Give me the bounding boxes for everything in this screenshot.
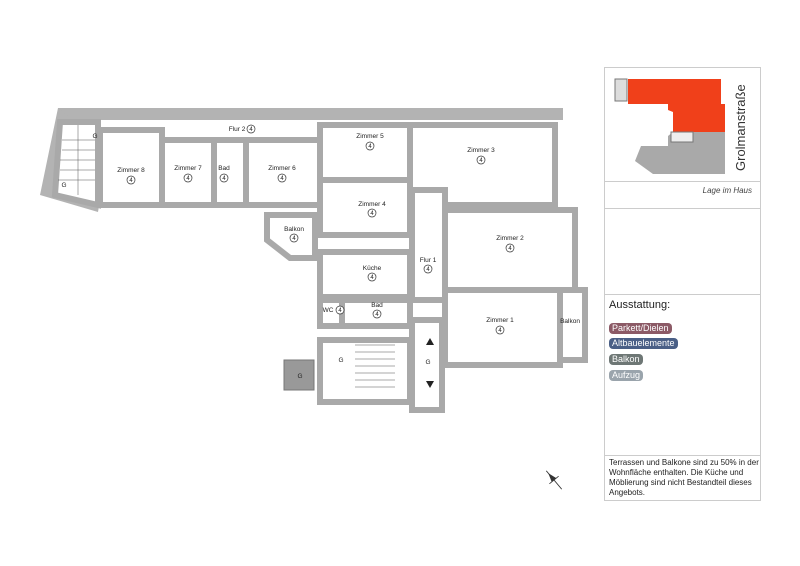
feature-tag: Parkett/Dielen bbox=[609, 323, 672, 334]
num-bad2: 4 bbox=[222, 176, 226, 182]
room-balkon2 bbox=[557, 287, 588, 363]
apartment-highlight bbox=[628, 79, 725, 132]
divider bbox=[605, 208, 760, 209]
label-zimmer2: Zimmer 2 bbox=[496, 235, 524, 242]
num-flur1: 4 bbox=[426, 267, 430, 273]
location-caption: Lage im Haus bbox=[702, 186, 752, 195]
label-bad2: Bad bbox=[218, 165, 230, 172]
feature-tag: Aufzug bbox=[609, 370, 644, 381]
label-zimmer8: Zimmer 8 bbox=[117, 167, 145, 174]
num-zimmer6: 4 bbox=[280, 176, 284, 182]
outer-wall-top bbox=[58, 108, 563, 120]
arrow-down-icon bbox=[426, 381, 434, 388]
other-units bbox=[635, 132, 725, 174]
room-zimmer7 bbox=[159, 137, 217, 208]
label-balkon1: Balkon bbox=[284, 226, 304, 233]
label-zimmer5: Zimmer 5 bbox=[356, 133, 384, 140]
room-labels: Zimmer 8 4 Zimmer 7 4 Bad 4 Zimmer 6 4 F… bbox=[61, 124, 580, 380]
num-kueche: 4 bbox=[370, 275, 374, 281]
stairwell-main bbox=[317, 337, 413, 405]
num-zimmer8: 4 bbox=[129, 178, 133, 184]
num-zimmer7: 4 bbox=[186, 176, 190, 182]
label-g: G bbox=[338, 357, 343, 364]
num-zimmer4: 4 bbox=[370, 211, 374, 217]
label-zimmer6: Zimmer 6 bbox=[268, 165, 296, 172]
label-kueche: Küche bbox=[363, 265, 382, 272]
divider bbox=[605, 181, 760, 182]
label-flur2: Flur 2 bbox=[229, 126, 246, 133]
num-zimmer1: 4 bbox=[498, 328, 502, 334]
room-kueche bbox=[317, 249, 413, 300]
compass-icon bbox=[545, 470, 563, 490]
feature-tag: Balkon bbox=[609, 354, 643, 365]
label-zimmer1: Zimmer 1 bbox=[486, 317, 514, 324]
label-zimmer3: Zimmer 3 bbox=[467, 147, 495, 154]
label-zimmer4: Zimmer 4 bbox=[358, 201, 386, 208]
label-zimmer7: Zimmer 7 bbox=[174, 165, 202, 172]
label-balkon2: Balkon bbox=[560, 318, 580, 325]
feature-tag: Altbauelemente bbox=[609, 338, 678, 349]
label-g: G bbox=[61, 182, 66, 189]
room-zimmer4 bbox=[317, 177, 413, 238]
label-g: G bbox=[297, 373, 302, 380]
disclaimer-note: Terrassen und Balkone sind zu 50% in der… bbox=[609, 458, 759, 497]
num-zimmer2: 4 bbox=[508, 246, 512, 252]
room-zimmer1 bbox=[442, 287, 563, 368]
street-name: Grolmanstraße bbox=[733, 84, 748, 172]
room-bad2 bbox=[211, 137, 249, 208]
num-zimmer3: 4 bbox=[479, 158, 483, 164]
divider bbox=[605, 455, 760, 456]
info-panel: Grolmanstraße Lage im Haus Ausstattung: … bbox=[604, 67, 761, 501]
room-zimmer6 bbox=[243, 137, 323, 208]
stairwell-left bbox=[51, 119, 101, 209]
num-balkon1: 4 bbox=[292, 236, 296, 242]
num-wc: 4 bbox=[338, 308, 342, 314]
features-title: Ausstattung: bbox=[609, 299, 671, 311]
elevator bbox=[283, 359, 315, 391]
label-flur1: Flur 1 bbox=[420, 257, 437, 264]
divider bbox=[605, 294, 760, 295]
label-bad1: Bad bbox=[371, 302, 383, 309]
room-flur1 bbox=[409, 187, 448, 303]
label-wc: WC bbox=[323, 307, 334, 314]
label-g: G bbox=[92, 133, 97, 140]
corridor-g bbox=[409, 317, 445, 413]
arrow-up-icon bbox=[426, 338, 434, 345]
num-flur2: 4 bbox=[249, 127, 253, 133]
num-bad1: 4 bbox=[375, 312, 379, 318]
label-g: G bbox=[425, 359, 430, 366]
building-location-map bbox=[614, 78, 725, 174]
num-zimmer5: 4 bbox=[368, 144, 372, 150]
